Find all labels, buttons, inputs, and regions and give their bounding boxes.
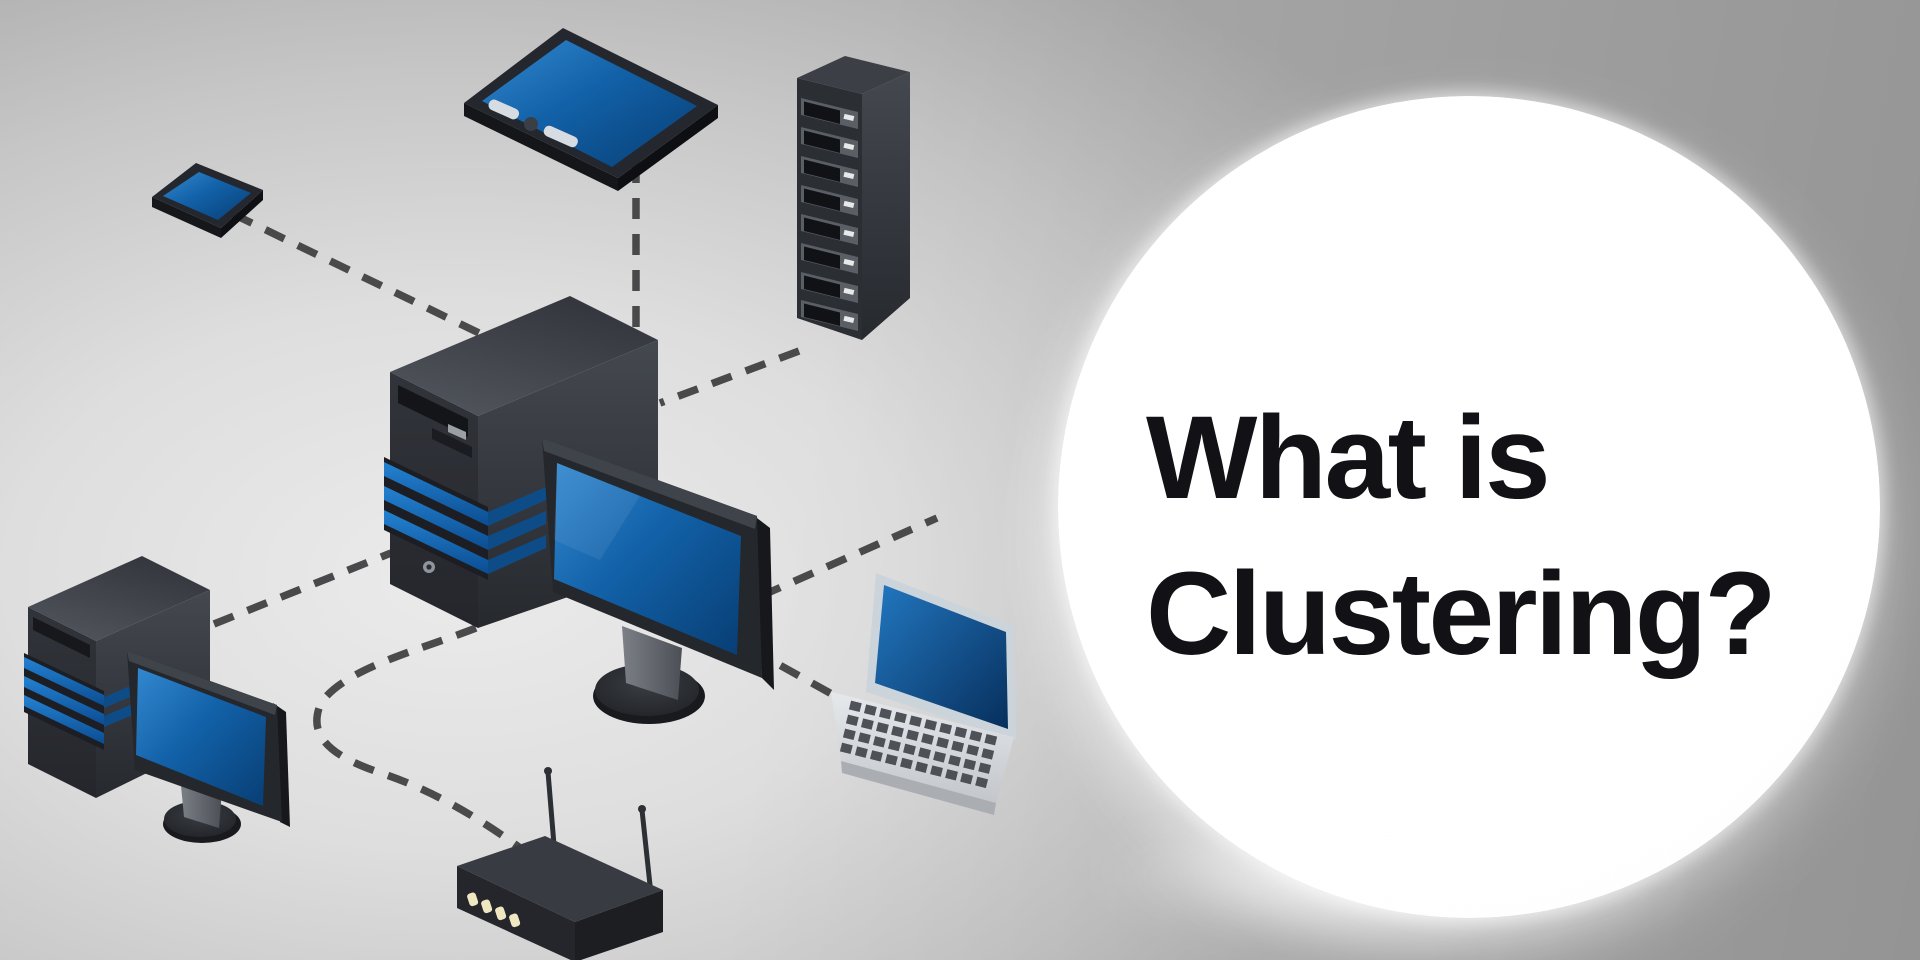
laptop-screen (875, 585, 1008, 729)
workstation-illustration (24, 556, 290, 843)
router-leds (467, 892, 521, 928)
title-line-1: What is (1146, 392, 1551, 524)
line-tower-router (313, 624, 522, 851)
line-smartphone-tower (231, 210, 481, 337)
line-monitor-laptop-upper (759, 514, 939, 600)
laptop-illustration (831, 573, 1016, 815)
monitor-stand (622, 626, 682, 700)
page-title: What is Clustering? (1146, 380, 1777, 692)
connection-lines (212, 126, 939, 851)
workstation-monitor-screen (136, 668, 266, 806)
router-illustration (457, 767, 663, 960)
smartphone-illustration (152, 163, 263, 238)
workstation-vent (33, 617, 90, 658)
tower-drive-bay (432, 428, 472, 458)
line-workstation-tower (212, 549, 393, 628)
tablet-illustration (464, 28, 718, 191)
router-antennas (545, 769, 653, 888)
title-circle (1058, 96, 1880, 918)
title-line-2: Clustering? (1146, 548, 1777, 680)
tablet-button-bar (488, 99, 520, 120)
line-rack-tower (658, 347, 801, 407)
monitor-screen (554, 463, 741, 655)
tablet-home-button (524, 117, 538, 131)
tablet-button-bar (543, 125, 578, 148)
server-rack-illustration (797, 56, 910, 340)
laptop-keyboard (839, 700, 1002, 789)
desktop-monitor-illustration (542, 438, 774, 724)
tower-vent (398, 385, 468, 437)
